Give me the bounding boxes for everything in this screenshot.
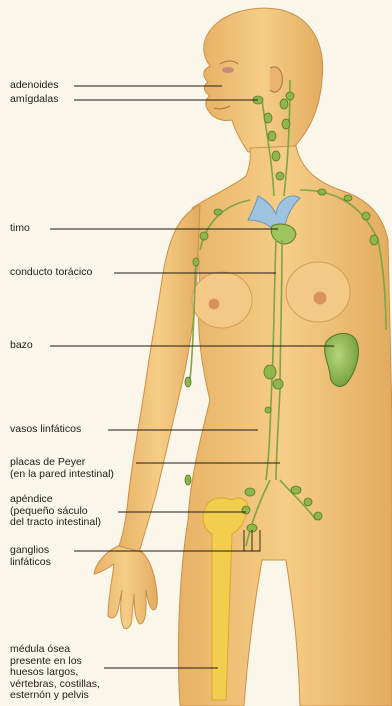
label-timo: timo [10,223,30,235]
label-apendice: apéndice (pequeño sáculo del tracto inte… [10,494,101,529]
label-amigdalas: amígdalas [10,94,58,106]
label-ganglios-linfaticos: ganglios linfáticos [10,545,51,568]
label-vasos-linfaticos: vasos linfáticos [10,424,81,436]
label-bazo: bazo [10,340,33,352]
label-conducto-toracico: conducto torácico [10,267,92,279]
label-medula-osea: médula ósea presente en los huesos largo… [10,644,100,702]
hand-shape [94,546,157,629]
label-placas-de-peyer: placas de Peyer (en la pared intestinal) [10,457,114,480]
head-shape [204,8,323,152]
label-adenoides: adenoides [10,80,58,92]
